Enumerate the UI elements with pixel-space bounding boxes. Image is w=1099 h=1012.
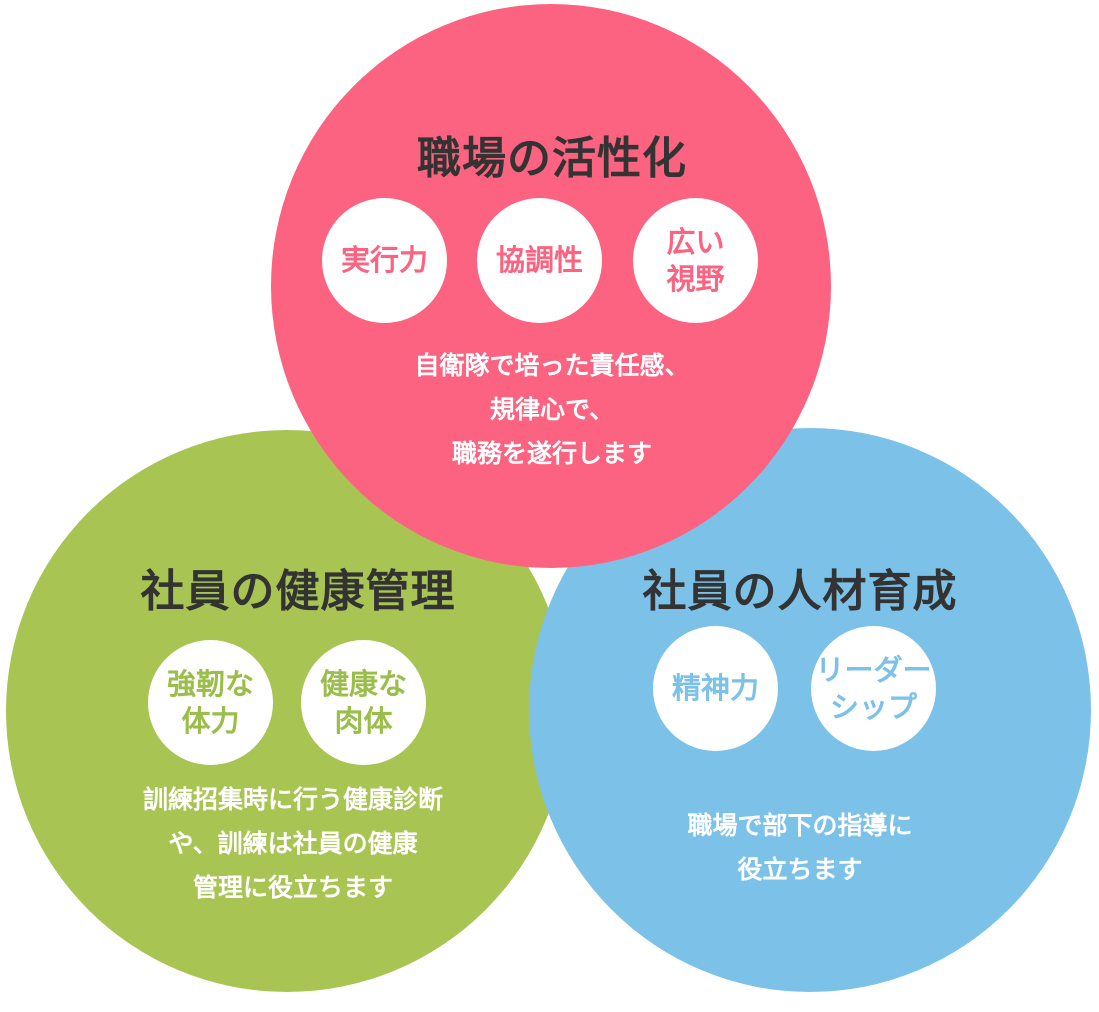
description-line: や、訓練は社員の健康 xyxy=(168,829,418,858)
health-management-title: 社員の健康管理 xyxy=(140,566,456,617)
badge-execution: 実行力 xyxy=(322,198,447,323)
description-line: 規律心で、 xyxy=(489,395,615,424)
badge-broad-view: 広い 視野 xyxy=(633,198,758,323)
description-line: 職務を遂行します xyxy=(451,439,653,468)
badge-cooperation: 協調性 xyxy=(477,198,602,323)
health-management-description: 訓練招集時に行う健康診断 や、訓練は社員の健康 管理に役立ちます xyxy=(143,778,443,910)
workplace-activation-title: 職場の活性化 xyxy=(417,133,687,184)
description-line: 訓練招集時に行う健康診断 xyxy=(142,785,444,814)
description-line: 自衛隊で培った責任感、 xyxy=(414,351,690,380)
description-line: 職場で部下の指導に xyxy=(687,811,913,840)
badge-mental-strength: 精神力 xyxy=(653,626,778,751)
badge-strong-body: 強靭な 体力 xyxy=(148,640,273,765)
workplace-activation-description: 自衛隊で培った責任感、 規律心で、 職務を遂行します xyxy=(414,344,689,476)
description-line: 役立ちます xyxy=(737,855,863,884)
talent-development-description: 職場で部下の指導に 役立ちます xyxy=(687,804,912,892)
description-line: 管理に役立ちます xyxy=(192,873,394,902)
talent-development-title: 社員の人材育成 xyxy=(642,566,958,617)
badge-healthy-body: 健康な 肉体 xyxy=(301,640,426,765)
badge-leadership: リーダー シップ xyxy=(811,626,936,751)
